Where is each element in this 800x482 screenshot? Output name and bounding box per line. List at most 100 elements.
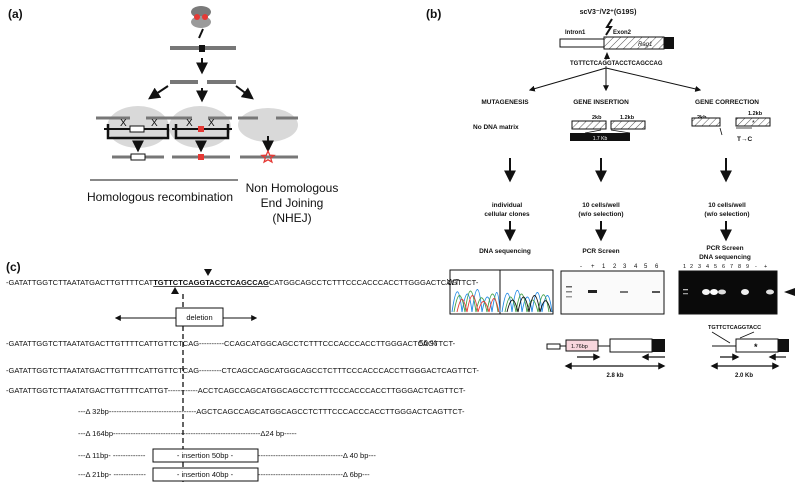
panel-c-label: (c) <box>6 260 21 274</box>
ins-arm-left-label: 2kb <box>592 115 602 121</box>
gel-lane-label: 7 <box>730 264 733 270</box>
reporter-title: scV3⁻/V2⁺(G19S) <box>580 9 637 16</box>
arrow-correction-icon <box>605 67 702 92</box>
insertion-gel: - + 1 2 3 4 5 6 <box>560 264 665 315</box>
gel-lane-label: 2 <box>613 264 617 270</box>
ins-step1-line1: 10 cells/well <box>582 202 620 209</box>
allele-row-1-freq: 50 % <box>419 339 437 348</box>
gene-label: Rag1 <box>638 42 652 48</box>
allele-row-1: -GATATTGGTCTTAATATGACTTGTTTTCATTGTTCTCAG… <box>6 339 456 348</box>
gel-lane-label: 2 <box>690 264 693 270</box>
allele-ins50-right: ----------------------------------Δ 40 b… <box>258 451 376 460</box>
gel-lane-label: 5 <box>714 264 717 270</box>
gel-lane-label: + <box>591 264 595 270</box>
gel-lane-label: 6 <box>722 264 725 270</box>
nhej-caption-line3: (NHEJ) <box>272 211 311 225</box>
intron-label: Intron1 <box>565 30 586 36</box>
nhej-complex <box>238 108 298 142</box>
exon-label: Exon2 <box>613 30 632 36</box>
gel-lane-label: 4 <box>634 264 638 270</box>
insertion-size-label: 2.8 kb <box>606 373 623 379</box>
sequencing-chromatogram <box>449 269 554 315</box>
nhej-caption-line2: End Joining <box>261 196 324 210</box>
target-site <box>199 45 205 52</box>
arrow-left-branch-icon <box>148 85 169 100</box>
deletion-box <box>175 307 224 327</box>
ins-connector <box>584 129 631 134</box>
insertion-40-box <box>152 467 259 482</box>
ins-arm-right-label: 1.2kb <box>620 115 635 121</box>
panel-b-label: (b) <box>426 7 441 21</box>
wt-sequence: -GATATTGGTCTTAATATGACTTGTTTTCATTGTTCTCAG… <box>6 278 479 287</box>
cut-site-marker <box>604 52 610 59</box>
cut-bolt-icon <box>198 28 204 39</box>
exon-box <box>603 36 665 50</box>
cross-mark: X <box>120 118 127 129</box>
mut-step1-line1: individual <box>492 202 523 209</box>
gel-lane-label: - <box>580 264 582 270</box>
intron-box <box>559 38 605 48</box>
ins-arm-right <box>610 120 646 130</box>
band-pointer-icon <box>784 288 795 296</box>
cor-arm-left <box>691 117 721 127</box>
insertion-50-box <box>152 448 259 463</box>
no-matrix-label: No DNA matrix <box>473 124 519 131</box>
wt-tag: WT <box>447 278 460 287</box>
wt-prefix: -GATATTGGTCTTAATATGACTTGTTTTCAT <box>6 278 154 287</box>
cut-marker-top <box>204 269 212 276</box>
hr-correction-2 <box>198 154 204 160</box>
arrow-right-branch-icon <box>235 85 254 100</box>
nhej-caption-line1: Non Homologous <box>246 181 339 195</box>
insertion-box-label: 1.76bp <box>571 344 588 350</box>
target-sequence: TGTTCTCAGGTACCTCAGCCAG <box>570 61 663 67</box>
gel-lane-label: + <box>764 264 767 270</box>
panel-c: (c) -GATATTGGTCTTAATATGACTTGTTTTCATTGTTC… <box>6 260 479 482</box>
cross-mark: X <box>151 118 158 129</box>
mutagenesis-heading: MUTAGENESIS <box>481 99 529 106</box>
gel-lane-label: 8 <box>738 264 741 270</box>
correction-seq-label: TGTTCTCAGGTACC <box>708 325 761 331</box>
cross-mark: X <box>208 118 215 129</box>
allele-ins50-left: ---Δ 11bp- ------------- <box>78 451 146 460</box>
correction-gel: 1 2 3 4 5 6 7 8 9 - + <box>678 264 778 315</box>
cor-connector <box>719 127 752 136</box>
panel-b: (b) scV3⁻/V2⁺(G19S) Intron1 Exon2 Rag1 T… <box>426 7 795 379</box>
correction-product-map: TGTTCTCAGGTACC * 2.0 Kb <box>708 325 789 379</box>
insertion-product-map: 1.76bp 2.8 kb <box>546 338 666 379</box>
gel-lane-label: 5 <box>644 264 648 270</box>
cut-marker-bottom <box>171 287 179 294</box>
ins-step2: PCR Screen <box>582 248 619 255</box>
allele-ins40-right: ----------------------------------Δ 6bp-… <box>258 470 370 479</box>
gel-lane-label: 6 <box>655 264 659 270</box>
correction-heading: GENE CORRECTION <box>695 99 759 106</box>
correction-star-icon: * <box>754 342 758 352</box>
wt-suffix: CATGGCAGCCTCTTTCCCACCCACCTTGGGACTCAGTTCT… <box>269 278 479 287</box>
mutation-label: T→C <box>737 136 752 143</box>
insertion-40-label: - insertion 40bp - <box>177 470 234 479</box>
correction-size-label: 2.0 Kb <box>735 373 753 379</box>
cross-mark: X <box>186 118 193 129</box>
cor-arm-right <box>735 117 771 127</box>
cor-step1-line1: 10 cells/well <box>708 202 746 209</box>
gel-lane-label: 3 <box>698 264 701 270</box>
hr-insert-1 <box>130 153 146 161</box>
hr-caption: Homologous recombination <box>87 190 233 204</box>
ins-arm-left <box>571 120 607 130</box>
cor-step2-line1: PCR Screen <box>706 245 743 252</box>
exon-3prime <box>664 37 674 49</box>
insertion-heading: GENE INSERTION <box>573 99 629 106</box>
ins-cassette <box>570 133 630 141</box>
cor-arm-right-label: 1.2kb <box>748 111 763 117</box>
indel-star-icon <box>260 149 276 164</box>
mut-step2: DNA sequencing <box>479 248 531 255</box>
cor-step1-line2: (w/o selection) <box>704 211 749 218</box>
allele-row-3: -GATATTGGTCTTAATATGACTTGTTTTCATTGT------… <box>6 386 466 395</box>
allele-row-4: ---Δ 32bp-------------------------------… <box>78 407 465 416</box>
gel-lane-label: 4 <box>706 264 709 270</box>
ins-step1-line2: (w/o selection) <box>578 211 623 218</box>
gel-lane-label: 3 <box>623 264 627 270</box>
gel-lane-label: 1 <box>602 264 606 270</box>
mutation-star-icon: * <box>752 120 755 127</box>
cut-bolt-icon <box>605 18 613 36</box>
